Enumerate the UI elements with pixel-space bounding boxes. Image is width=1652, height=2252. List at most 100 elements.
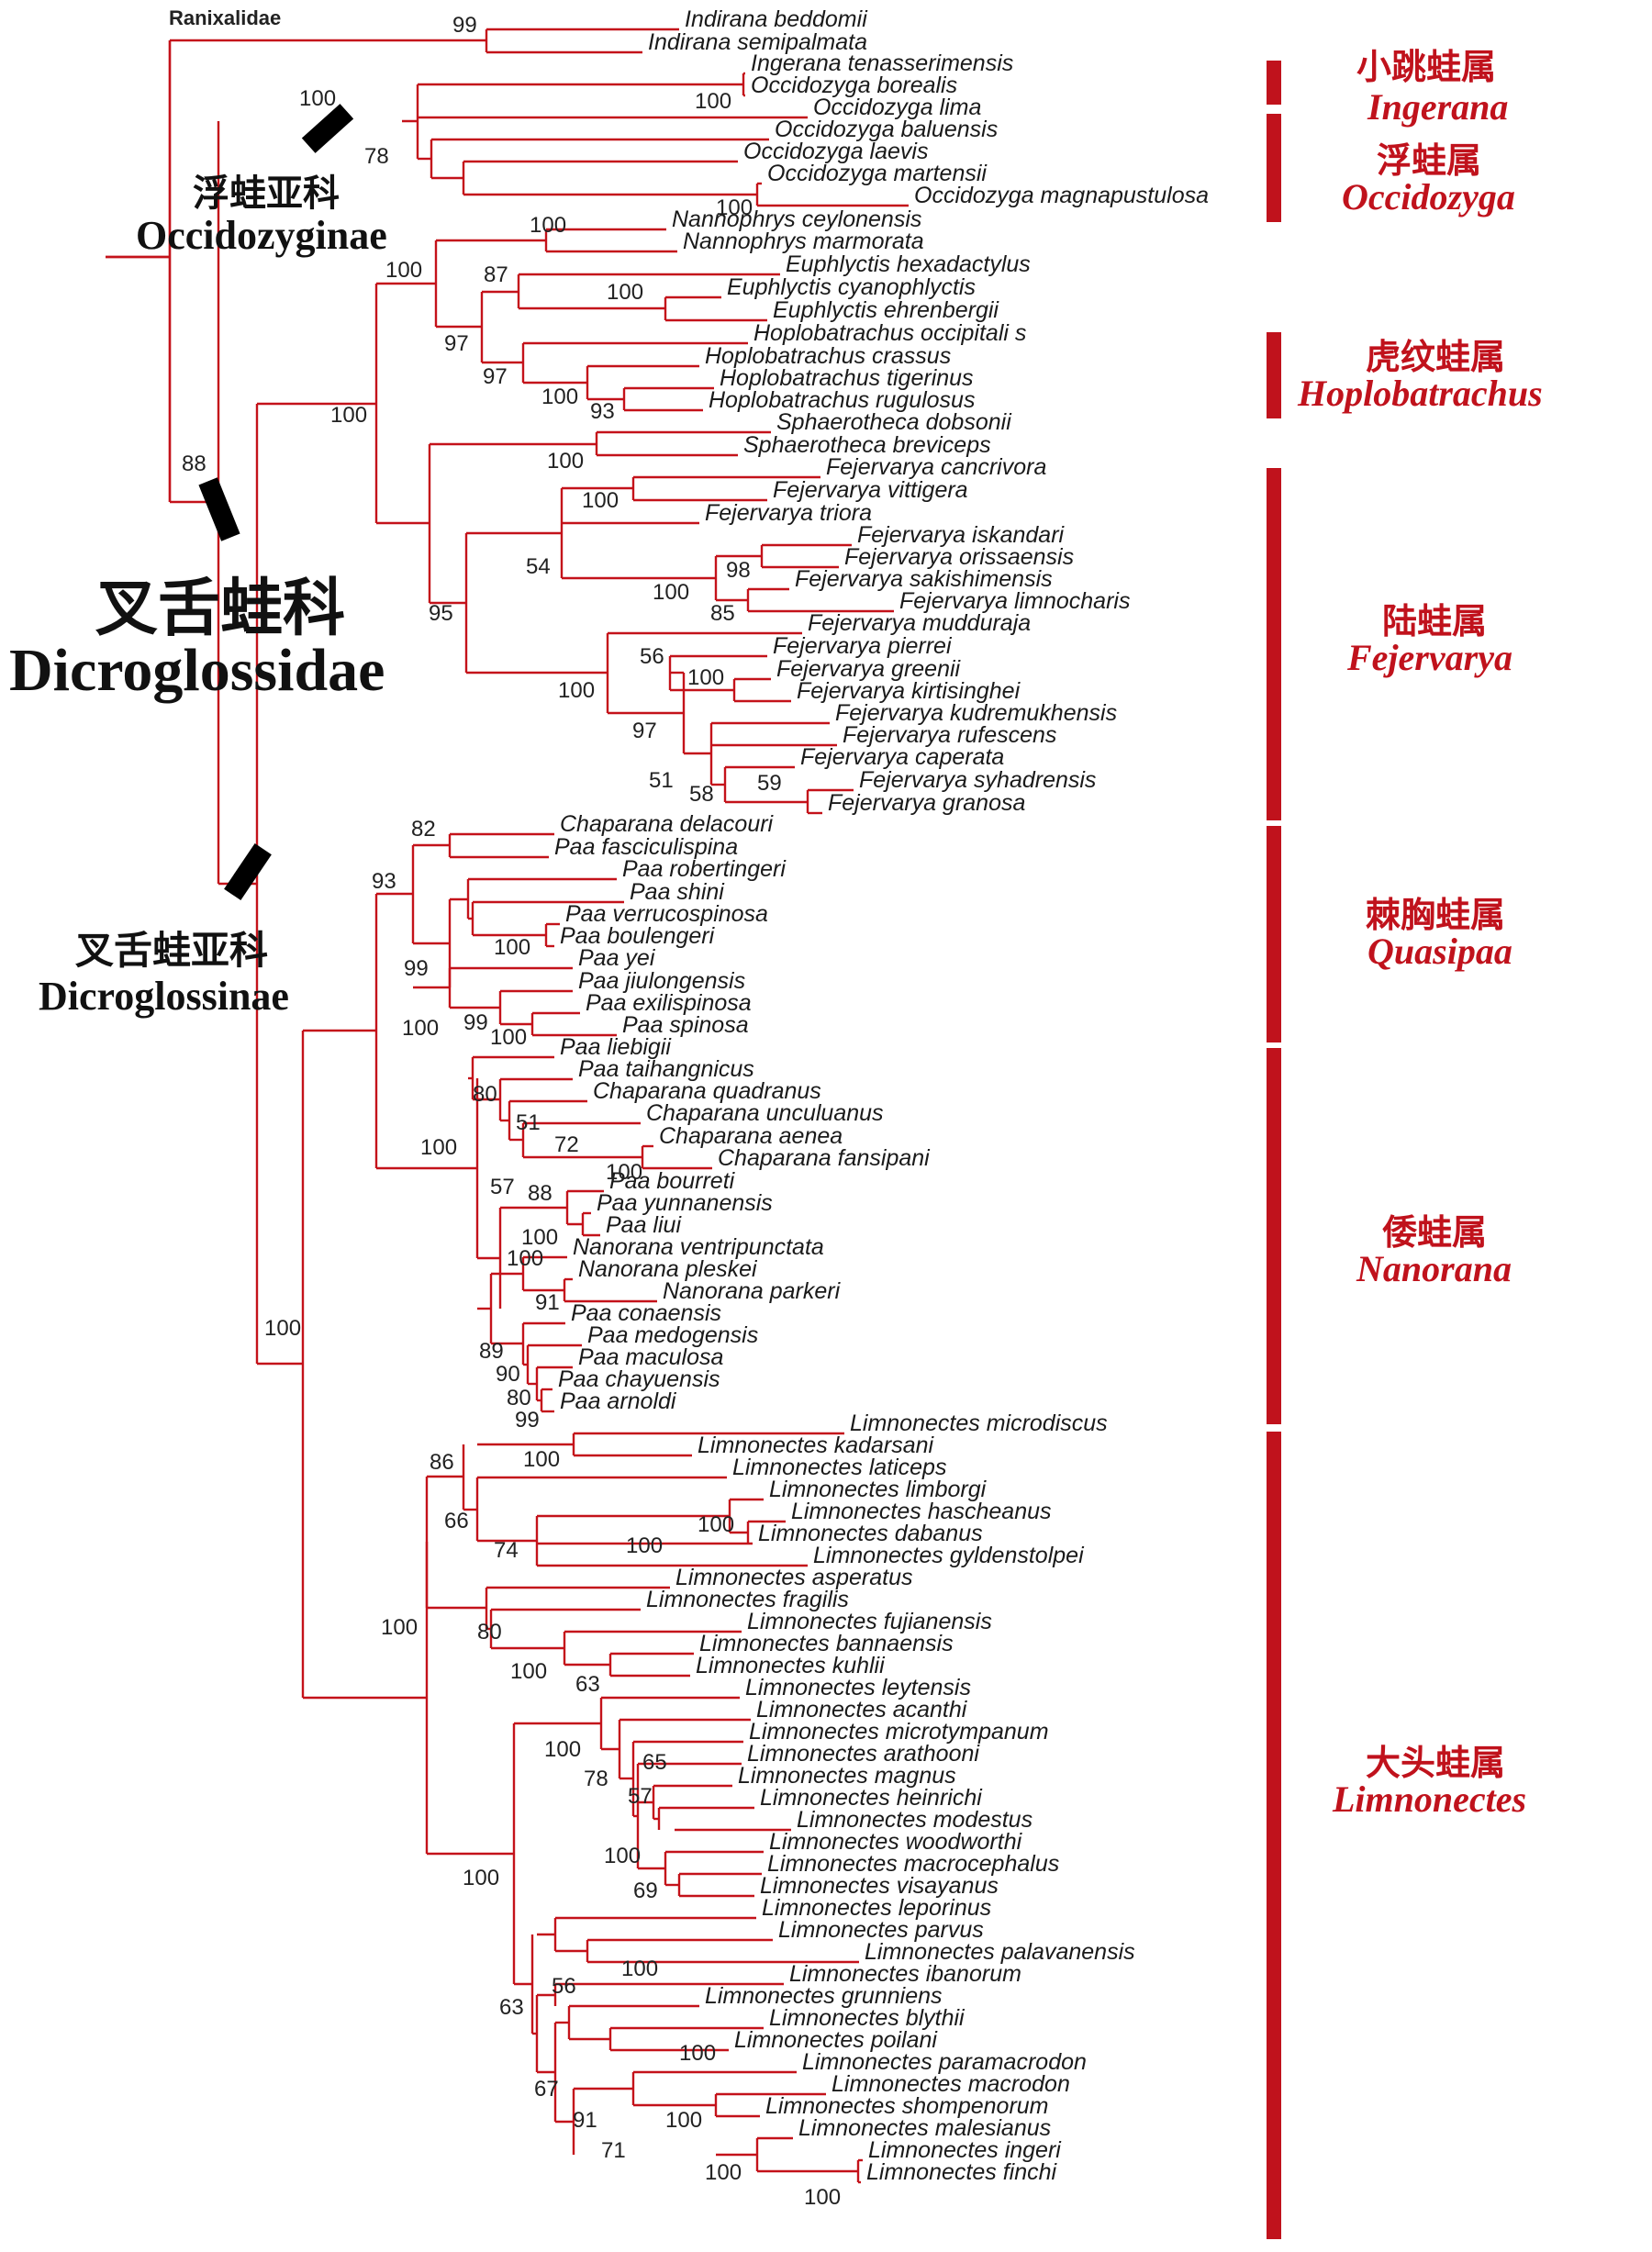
support-value: 56 — [552, 1974, 576, 1999]
genus-label-cn: 大头蛙属 — [1366, 1743, 1505, 1783]
support-value: 100 — [264, 1316, 301, 1341]
taxon-label: Euphlyctis ehrenbergii — [773, 297, 999, 323]
support-value: 100 — [463, 1866, 499, 1890]
taxon-label: Fejervarya cancrivora — [826, 454, 1046, 480]
taxon-label: Paa medogensis — [587, 1322, 758, 1348]
taxon-label: Occidozyga baluensis — [775, 117, 998, 142]
taxon-label: Limnonectes gyldenstolpei — [813, 1543, 1085, 1568]
subfamily-label-cn: 叉舌蛙亚科 — [75, 928, 268, 973]
genus-label-latin: Ingerana — [1367, 86, 1508, 128]
support-value: 100 — [330, 403, 367, 428]
taxon-label: Limnonectes limborgi — [769, 1477, 988, 1502]
taxon-label: Nannophrys marmorata — [683, 229, 924, 254]
taxon-label: Limnonectes poilani — [734, 2027, 938, 2053]
support-value: 58 — [689, 782, 714, 807]
taxon-label: Limnonectes modestus — [797, 1807, 1032, 1833]
support-value: 100 — [494, 935, 530, 960]
taxon-label: Chaparana aenea — [659, 1123, 843, 1149]
support-value: 54 — [526, 554, 551, 579]
taxon-label: Limnonectes leytensis — [745, 1675, 971, 1700]
support-value: 100 — [541, 385, 578, 409]
support-value: 100 — [299, 86, 336, 111]
support-value: 93 — [590, 399, 615, 424]
genus-label-cn: 小跳蛙属 — [1356, 47, 1496, 87]
dicroglossinae-node-marker — [224, 842, 272, 901]
taxon-label: Hoplobatrachus tigerinus — [720, 365, 974, 391]
taxon-label: Fejervarya granosa — [828, 790, 1025, 816]
genus-label-cn: 虎纹蛙属 — [1366, 337, 1505, 377]
support-value: 51 — [516, 1110, 541, 1135]
taxon-label: Limnonectes woodworthi — [769, 1829, 1023, 1855]
taxon-label: Occidozyga martensii — [767, 161, 988, 186]
taxon-label: Limnonectes paramacrodon — [802, 2049, 1087, 2075]
genus-bar-hoplobatrachus — [1267, 332, 1281, 418]
taxon-label: Sphaerotheca breviceps — [743, 432, 991, 458]
taxon-label: Nanorana ventripunctata — [573, 1234, 824, 1260]
taxon-label: Paa fasciculispina — [554, 834, 738, 860]
taxon-label: Limnonectes heinrichi — [760, 1785, 983, 1811]
support-value: 51 — [649, 768, 674, 793]
outgroup-label: Ranixalidae — [169, 6, 281, 29]
taxon-label: Paa liebigii — [560, 1034, 672, 1060]
taxon-label: Fejervarya caperata — [800, 744, 1004, 770]
taxon-label: Paa maculosa — [578, 1344, 724, 1370]
support-value: 59 — [757, 771, 782, 796]
support-value: 100 — [402, 1016, 439, 1041]
support-value: 78 — [364, 144, 389, 169]
support-value: 100 — [716, 195, 753, 220]
support-value: 100 — [604, 1844, 641, 1868]
support-value: 90 — [496, 1362, 520, 1387]
taxon-label: Limnonectes dabanus — [758, 1521, 983, 1546]
support-value: 57 — [628, 1784, 653, 1809]
taxon-label: Paa jiulongensis — [578, 968, 745, 994]
genus-label-latin: Nanorana — [1356, 1248, 1512, 1289]
support-value: 91 — [535, 1290, 560, 1315]
support-value: 87 — [484, 262, 508, 287]
taxon-label: Hoplobatrachus rugulosus — [709, 387, 975, 413]
support-value: 100 — [687, 665, 724, 690]
taxon-label: Paa yunnanensis — [597, 1190, 773, 1216]
taxon-label: Limnonectes malesianus — [798, 2115, 1051, 2141]
taxon-label: Paa yei — [578, 945, 656, 971]
taxon-label: Nannophrys ceylonensis — [672, 206, 921, 232]
support-value: 88 — [182, 452, 206, 476]
support-value: 72 — [554, 1132, 579, 1157]
support-value: 100 — [621, 1957, 658, 1981]
support-value: 82 — [411, 817, 436, 842]
taxon-label: Paa taihangnicus — [578, 1056, 754, 1082]
support-value: 85 — [710, 601, 735, 626]
taxon-label: Limnonectes fragilis — [646, 1587, 849, 1612]
genus-label-cn: 浮蛙属 — [1377, 140, 1481, 181]
taxon-label: Fejervarya triora — [705, 500, 872, 526]
taxon-label: Paa spinosa — [622, 1012, 749, 1038]
taxon-label: Paa shini — [630, 879, 725, 905]
taxon-label: Paa boulengeri — [560, 923, 716, 949]
support-value: 99 — [515, 1408, 540, 1433]
taxon-label: Limnonectes parvus — [778, 1917, 984, 1943]
dicroglossidae-node-marker — [198, 477, 240, 541]
support-value: 100 — [607, 280, 643, 305]
genus-label-latin: Quasipaa — [1367, 931, 1512, 972]
taxon-label: Limnonectes microtympanum — [749, 1719, 1049, 1745]
taxon-label: Fejervarya sakishimensis — [795, 566, 1053, 592]
support-value: 100 — [606, 1160, 642, 1185]
subfamily-label-cn: 浮蛙亚科 — [193, 173, 340, 215]
support-value: 86 — [430, 1450, 454, 1475]
taxon-label: Paa conaensis — [571, 1300, 721, 1326]
genus-bar-limnonectes — [1267, 1432, 1281, 2239]
taxon-label: Limnonectes bannaensis — [699, 1631, 954, 1656]
family-label-latin: Dicroglossidae — [9, 637, 385, 704]
support-value: 100 — [695, 89, 731, 114]
taxon-label: Chaparana fansipani — [718, 1145, 931, 1171]
taxon-label: Limnonectes macrodon — [832, 2071, 1070, 2097]
subfamily-label-latin: Occidozyginae — [136, 213, 387, 258]
taxon-label: Limnonectes asperatus — [675, 1565, 912, 1590]
support-value: 56 — [640, 644, 664, 669]
taxon-label: Limnonectes magnus — [738, 1763, 956, 1789]
taxon-label: Fejervarya kirtisinghei — [797, 678, 1021, 704]
support-value: 100 — [510, 1659, 547, 1684]
taxon-label: Limnonectes hascheanus — [791, 1499, 1052, 1524]
taxon-label: Fejervarya limnocharis — [899, 588, 1130, 614]
taxon-label: Fejervarya syhadrensis — [859, 767, 1096, 793]
support-value: 100 — [490, 1025, 527, 1050]
